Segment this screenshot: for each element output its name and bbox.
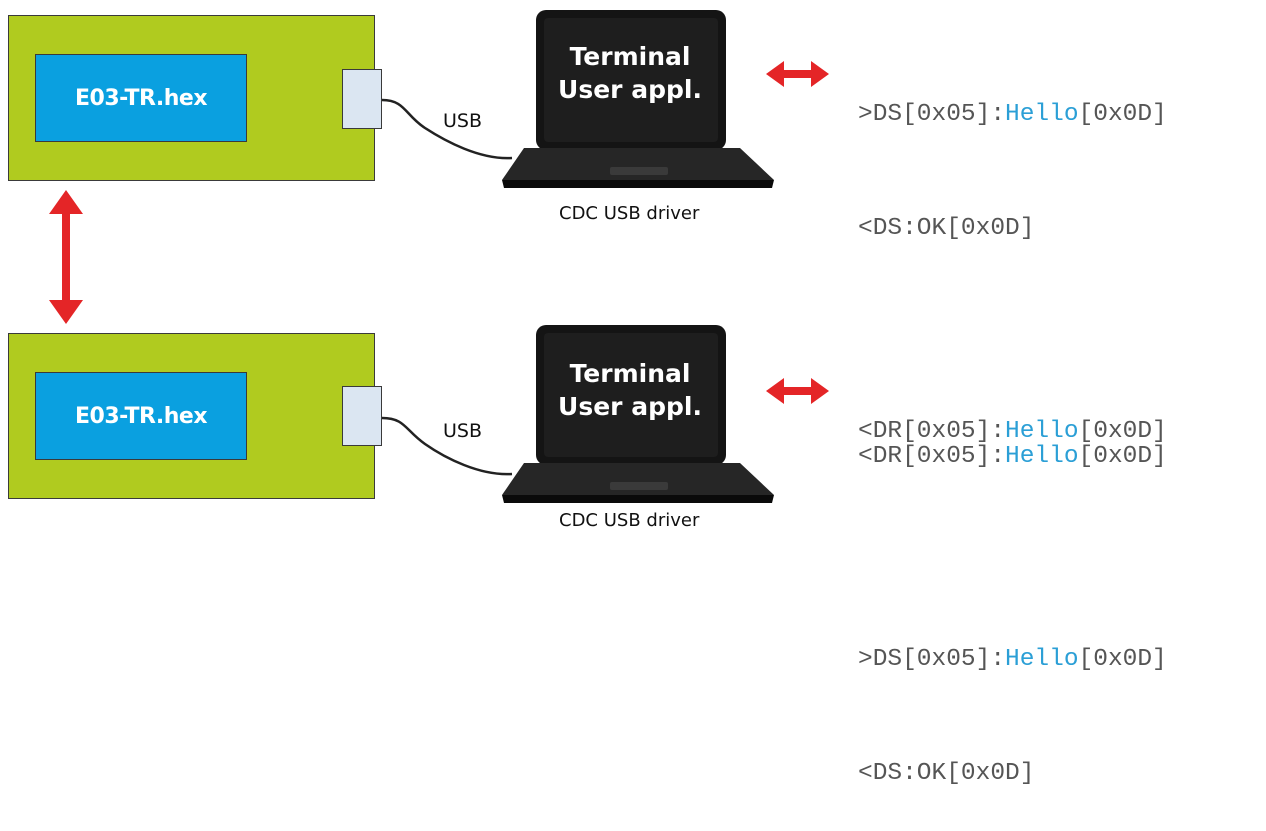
laptop-bottom: Terminal User appl. <box>500 323 790 508</box>
firmware-chip-bottom: E03-TR.hex <box>35 372 247 460</box>
terminal-line <box>858 527 1167 565</box>
screen-line-user-appl-top: User appl. <box>558 75 702 104</box>
terminal-link-arrow-bottom <box>766 378 829 404</box>
terminal-line: <DS:OK[0x0D] <box>858 215 1035 242</box>
terminal-line: <DR[0x05]:Hello[0x0D] <box>858 443 1167 470</box>
usb-cable-bottom <box>381 416 513 476</box>
screen-line-terminal-top: Terminal <box>569 42 691 71</box>
radio-board-bottom: E03-TR.hex <box>8 333 375 499</box>
firmware-label-bottom: E03-TR.hex <box>74 403 208 429</box>
usb-port-top <box>342 69 382 129</box>
terminal-link-arrow-top <box>766 61 829 87</box>
radio-link-arrow <box>49 190 83 324</box>
usb-label-top: USB <box>443 110 483 132</box>
terminal-line: <DR[0x05]:Hello[0x0D] <box>858 418 1167 445</box>
firmware-chip-top: E03-TR.hex <box>35 54 247 142</box>
laptop-top: Terminal User appl. <box>500 8 790 193</box>
laptop-bottom-screen-text: Terminal User appl. <box>546 357 714 423</box>
screen-line-user-appl-bottom: User appl. <box>558 392 702 421</box>
driver-label-bottom: CDC USB driver <box>559 510 700 531</box>
terminal-log-bottom: <DR[0x05]:Hello[0x0D] >DS[0x05]:Hello[0x… <box>858 337 1167 831</box>
terminal-line: >DS[0x05]:Hello[0x0D] <box>858 646 1167 673</box>
connector-overlay <box>49 61 829 476</box>
laptop-top-icon <box>502 10 774 188</box>
usb-port-bottom <box>342 386 382 446</box>
laptop-top-screen-text: Terminal User appl. <box>546 40 714 106</box>
terminal-line: >DS[0x05]:Hello[0x0D] <box>858 101 1167 128</box>
usb-cable-top <box>381 98 513 160</box>
usb-label-bottom: USB <box>443 420 483 442</box>
laptop-bottom-icon <box>502 325 774 503</box>
firmware-label-top: E03-TR.hex <box>74 85 208 111</box>
terminal-line: <DS:OK[0x0D] <box>858 760 1035 787</box>
driver-label-top: CDC USB driver <box>559 203 700 224</box>
radio-board-top: E03-TR.hex <box>8 15 375 181</box>
screen-line-terminal-bottom: Terminal <box>569 359 691 388</box>
terminal-log-top: >DS[0x05]:Hello[0x0D] <DS:OK[0x0D] <DR[0… <box>858 20 1167 514</box>
